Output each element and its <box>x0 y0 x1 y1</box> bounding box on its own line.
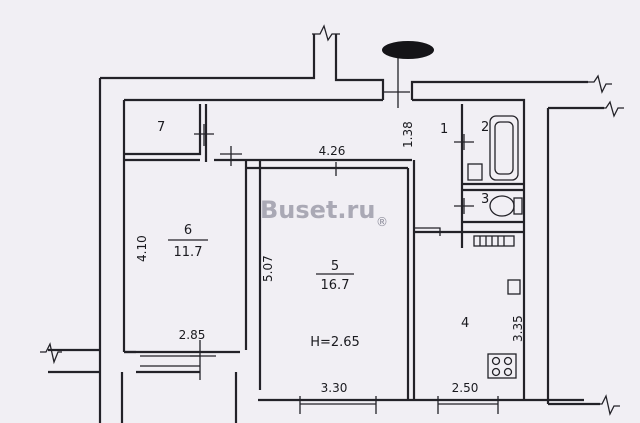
room-5-area: 16.7 <box>321 278 350 293</box>
dim-room6-depth: 4.10 <box>135 235 149 262</box>
bathtub-icon <box>489 115 519 181</box>
stove-icon <box>487 353 517 379</box>
door-icon <box>507 279 521 295</box>
dim-hall-depth: 1.38 <box>401 121 415 148</box>
redaction-mark <box>382 41 434 59</box>
toilet-icon <box>489 195 523 217</box>
sink-icon <box>467 163 483 181</box>
dim-room5-width: 3.30 <box>321 381 348 395</box>
room-7-number: 7 <box>157 120 165 135</box>
dim-room5-depth: 5.07 <box>261 255 275 282</box>
room-5-number: 5 <box>331 259 339 274</box>
room-5-height: H=2.65 <box>310 335 360 350</box>
room-4-number: 4 <box>461 316 469 331</box>
dim-room6-width: 2.85 <box>179 328 206 342</box>
door-markers <box>140 56 499 414</box>
room-2-number: 2 <box>481 120 489 135</box>
dim-kitchen-depth: 3.35 <box>511 315 525 342</box>
room-6-area: 11.7 <box>174 245 203 260</box>
room-1-number: 1 <box>440 122 448 137</box>
watermark-badge: ® <box>376 215 388 229</box>
room-6-number: 6 <box>184 223 192 238</box>
dim-kitchen-width: 2.50 <box>452 381 479 395</box>
radiator-icon <box>473 235 515 247</box>
outer-walls <box>40 24 624 423</box>
watermark-text: Buset.ru <box>260 196 375 224</box>
dim-corridor-width: 4.26 <box>319 144 346 158</box>
interior-walls <box>124 104 524 400</box>
room-3-number: 3 <box>481 192 489 207</box>
